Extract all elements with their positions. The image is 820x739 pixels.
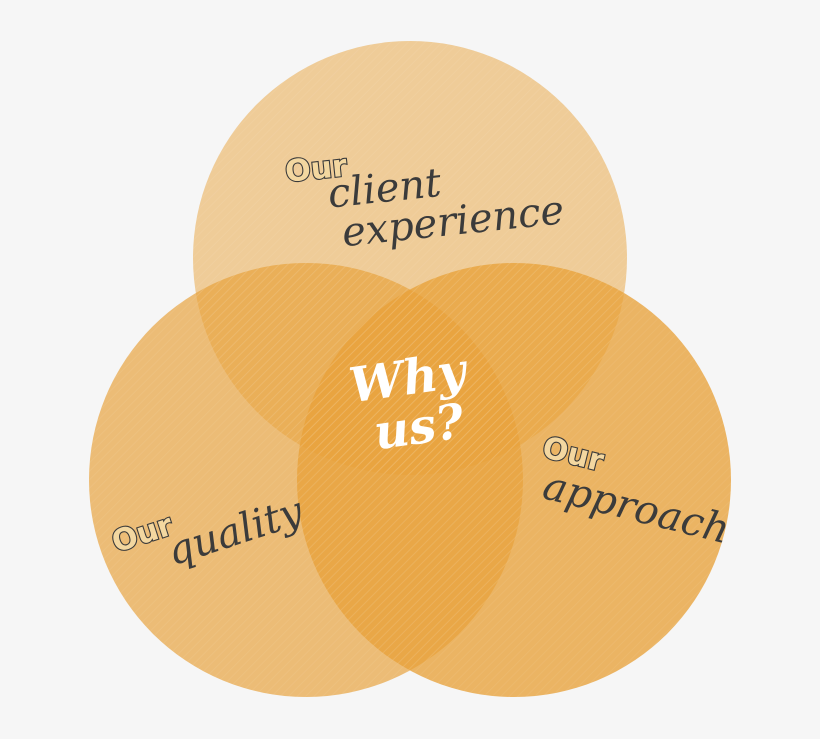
texture-right (297, 263, 731, 697)
label-center: Why us? (346, 342, 472, 461)
center-line2: us? (370, 393, 468, 461)
top-prefix: Our (284, 149, 349, 190)
